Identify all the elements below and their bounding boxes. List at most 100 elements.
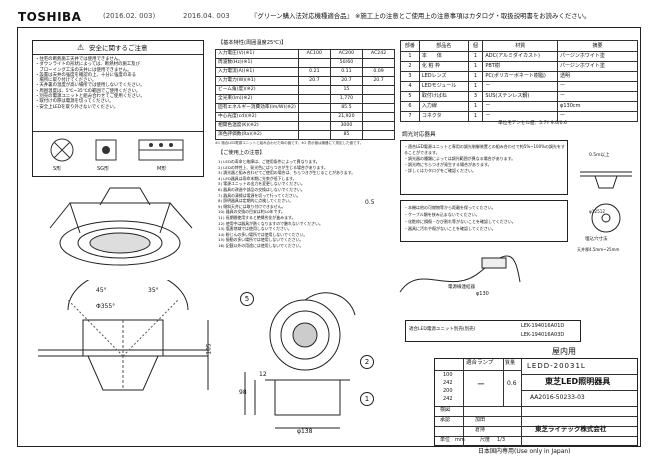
- specs-cell: 20.7: [297, 76, 331, 86]
- unit-value: mm: [455, 437, 465, 443]
- safety-item: ・住宅の断熱施工天井では使用できません。: [35, 57, 123, 62]
- parts-cell: 1: [467, 111, 484, 122]
- safety-item: ・周囲温度は、5℃~35℃の範囲でご使用ください。: [35, 88, 141, 94]
- specs-cell: 85.5: [329, 103, 364, 113]
- parts-cell: 3: [400, 71, 420, 82]
- specs-cell: [297, 121, 331, 131]
- specs-cell: [297, 58, 331, 68]
- usage-item: 10) 器具の交換の目安は約10年です。: [218, 209, 285, 215]
- parts-cell: ADC(アルミダイカスト): [482, 51, 559, 62]
- cable-drawing: 電源線連結器 φ130: [390, 242, 525, 304]
- usage-item: 12) 使用中は器具が熱くなりますので触れないでください。: [218, 220, 323, 226]
- parts-cell: 1: [467, 71, 484, 82]
- dimming-title: 調光対応器具: [402, 132, 436, 138]
- parts-cell: LEDレンズ: [418, 71, 469, 82]
- parts-cell: 2: [400, 61, 420, 72]
- icon-label-s: S形: [53, 166, 62, 172]
- dimming-box: ・適合LED電源ユニットと専用の調光制御装置との組み合わせで約5%~100%の調…: [400, 140, 568, 195]
- title-block: 適合ランプ 100 242 200 242 ー 0.6 質量 LEDD-2003…: [434, 358, 638, 447]
- parts-cell: SUS(ステンレス鋼): [482, 91, 559, 102]
- parts-cell: ー: [557, 111, 638, 122]
- specs-cell: 15: [329, 85, 364, 95]
- usage-item: 16) 記載以外の用途には使用しないでください。: [218, 242, 304, 248]
- specs-row: ビーム角(度)(※2)15: [215, 85, 395, 95]
- parts-cell: φ130cm: [557, 101, 638, 112]
- specs-row: 全光束(lm)(※2)1,770: [215, 94, 395, 104]
- usage-item: 4) LED器具は寿命末期に光束が低下します。: [218, 175, 297, 181]
- specs-cell: [362, 130, 395, 140]
- product-name: 東芝LED照明器具: [545, 377, 611, 386]
- parts-cell: PC(ポリカーボネート樹脂): [482, 71, 559, 82]
- install-note-item: ・ケーブル類を挟み込まないでください。: [404, 212, 480, 217]
- specs-cell: AC242: [362, 49, 395, 59]
- power-unit-label: 適合LED電源ユニット別売(別売): [409, 327, 476, 332]
- usage-item: 2) LEDの特性上、発光色にばらつきが生じる場合があります。: [218, 164, 328, 170]
- usage-item: 6) 器具の改造や部品の交換はしないでください。: [218, 186, 305, 192]
- specs-cell: 入力電圧(V)(※1): [215, 49, 299, 59]
- diameter-130-label: φ130: [476, 291, 489, 297]
- header-note: 『グリーン購入法対応機種適合品』 ※施工上の注意とご使用上の注意事項はカタログ・…: [251, 12, 591, 20]
- dimming-item: ・調光器の種類によっては調光範囲が異なる場合があります。: [404, 156, 516, 161]
- specs-cell: [362, 121, 395, 131]
- specs-cell: 周波数(Hz)(※1): [215, 58, 299, 68]
- revision-date-a: (2016.02. 003): [103, 12, 156, 20]
- icon-sg-type: [93, 137, 119, 163]
- mass-note: 単位モアンセル値：5.7Y 9.0/0.6: [498, 121, 567, 126]
- parts-cell: 7: [400, 111, 420, 122]
- ceiling-range-label: 天井厚4.5mm~25mm: [577, 247, 620, 252]
- parts-cell: コネクタ: [418, 111, 469, 122]
- specs-cell: [362, 103, 395, 113]
- scale-label: 尺度: [480, 437, 491, 443]
- specs-cell: [297, 94, 331, 104]
- safety-item: ・天井裏の温度が高い場所では使用しないでください。: [35, 83, 145, 89]
- parts-header-cell: 部番: [400, 40, 420, 52]
- company-name: 東芝ライテック株式会社: [535, 425, 607, 433]
- usage-item: 9) 傾斜天井には取り付けできません。: [218, 203, 286, 209]
- revision-date-b: 2016.04. 003: [183, 12, 230, 20]
- usage-item: 15) 振動の多い場所では使用しないでください。: [218, 237, 304, 243]
- safety-item: ブローイング工法の天井には使用できません。: [35, 67, 132, 73]
- specs-cell: 0.09: [362, 67, 395, 77]
- parts-cell: 取付けばね: [418, 91, 469, 102]
- parts-cell: 透明: [557, 71, 638, 82]
- angle-45-label: 45°: [96, 287, 107, 294]
- height-12-label: 12: [259, 371, 267, 378]
- install-note-item: ・器具に汚れや傷がないことを確認してください。: [404, 226, 496, 231]
- usage-item: 13) 塩害地域では使用しないでください。: [218, 226, 292, 232]
- parts-cell: ー: [482, 81, 559, 92]
- safety-item: ・設置は天井の強度を確認の上、十分に強度のある: [35, 72, 136, 78]
- parts-cell: 1: [400, 51, 420, 62]
- parts-cell: 4: [400, 81, 420, 92]
- warning-icon: ⚠: [77, 43, 85, 52]
- specs-cell: 0.11: [329, 67, 364, 77]
- safety-item: 場所に取り付けてください。: [35, 78, 97, 84]
- safety-item: ・別売の電源ユニットと組み合わせてご使用ください。: [35, 94, 145, 100]
- specs-cell: 入力電流(A)(※1): [215, 67, 299, 77]
- drawing-frame: [17, 27, 641, 447]
- specs-cell: [297, 130, 331, 140]
- icon-s-type: [49, 137, 75, 163]
- install-note-item: ・化粧枠に損傷・ひび割れ等がないことを確認してください。: [404, 219, 516, 224]
- lamp-label: 適合ランプ: [466, 360, 494, 366]
- specs-cell: 全光束(lm)(※2): [215, 94, 299, 104]
- row-name-1: 加田: [475, 417, 486, 423]
- row-name-2: 倉持: [475, 427, 486, 433]
- scale-value: 1/3: [497, 437, 506, 443]
- volt-cell-3: 200: [443, 388, 453, 394]
- volt-cell-2: 242: [443, 380, 453, 386]
- fixture-section-drawing: 45° 35° Φ355° 105: [28, 269, 218, 395]
- usage-title: 【ご使用上の注意】: [218, 150, 265, 156]
- specs-cell: 0.21: [297, 67, 331, 77]
- parts-cell: 1: [467, 51, 484, 62]
- safety-title: 安全に関するご注意: [89, 44, 148, 52]
- parts-header-cell: 個: [467, 40, 484, 52]
